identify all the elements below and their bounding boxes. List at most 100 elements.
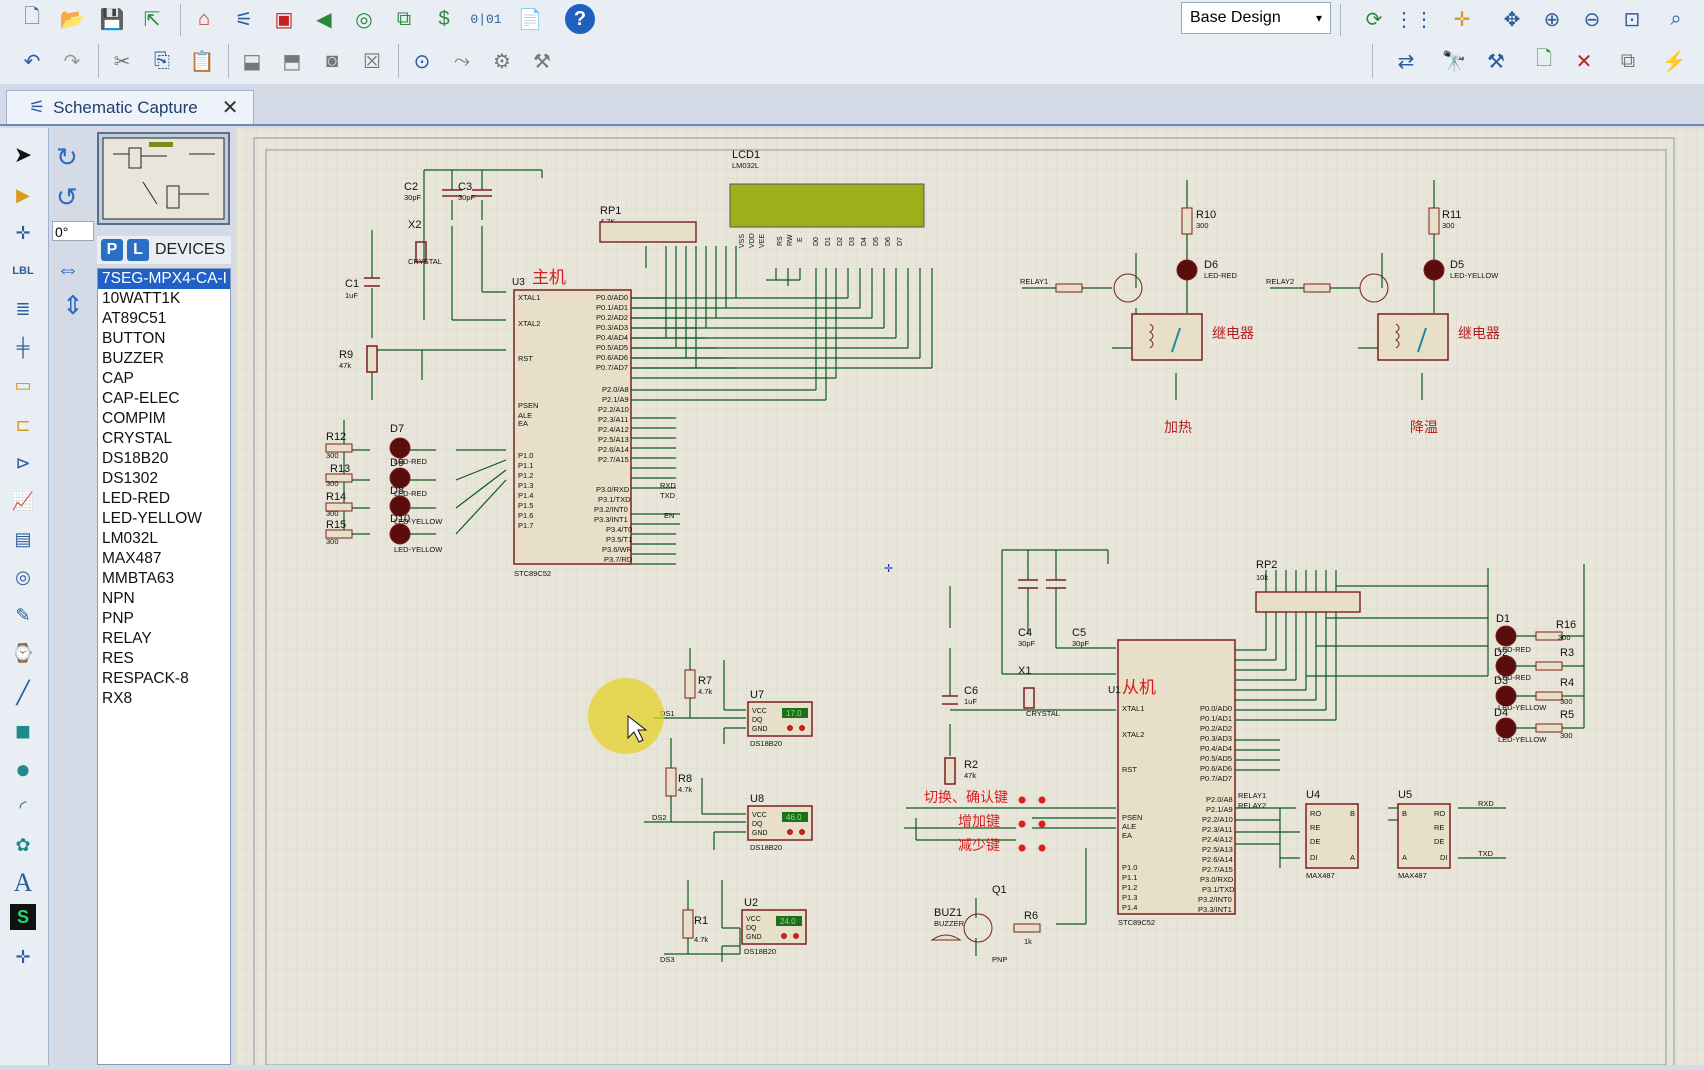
device-list-item[interactable]: LM032L — [102, 530, 159, 547]
device-list-item[interactable]: CAP — [102, 370, 134, 387]
buses-icon[interactable]: ╪ — [16, 336, 30, 357]
subcircuit-icon[interactable]: ▭ — [14, 374, 32, 395]
zoom-all-icon[interactable]: ⊡ — [1623, 8, 1641, 31]
zoom-out-icon[interactable]: ⊖ — [1583, 8, 1601, 31]
import-icon[interactable]: ⇱ — [143, 8, 161, 31]
close-icon[interactable]: ✕ — [221, 97, 239, 119]
home-icon[interactable]: ⌂ — [197, 7, 211, 30]
zoom-area-icon[interactable]: ⌕ — [1670, 7, 1682, 30]
device-list-item[interactable]: RX8 — [102, 690, 133, 707]
device-list-item[interactable]: LED-RED — [102, 490, 171, 507]
device-list-item[interactable]: DS18B20 — [102, 450, 169, 467]
rp1-resistor-pack[interactable] — [599, 221, 697, 243]
tab-schematic-capture[interactable]: ⚟ Schematic Capture ✕ — [6, 90, 254, 124]
reflect-horizontal-icon[interactable]: ⇔ — [56, 256, 80, 283]
device-list-item[interactable]: LED-YELLOW — [102, 510, 202, 527]
rotate-clockwise-icon[interactable]: ↻ — [56, 142, 78, 172]
source-code-icon[interactable]: 0|01 — [470, 11, 502, 27]
u3-mcu-body[interactable] — [513, 289, 632, 565]
new-sheet-icon[interactable]: 🗋 — [1535, 48, 1553, 70]
undo-icon[interactable]: ↶ — [23, 50, 41, 73]
graph-mode-icon[interactable]: 📈 — [11, 490, 35, 511]
overview-preview[interactable] — [97, 132, 230, 225]
u4-max487[interactable] — [1305, 803, 1359, 869]
line-icon[interactable]: ╱ — [16, 680, 30, 705]
pan-icon[interactable]: ✥ — [1503, 8, 1521, 31]
decompose-icon[interactable]: ⚒ — [533, 50, 551, 73]
rotate-anticlockwise-icon[interactable]: ↺ — [56, 182, 78, 212]
design-explorer-icon[interactable]: ⧉ — [396, 7, 412, 30]
symbol-icon[interactable]: S — [10, 904, 36, 930]
tape-recorder-icon[interactable]: ▤ — [14, 528, 32, 549]
grid-icon[interactable]: ⋮⋮ — [1394, 8, 1434, 31]
device-list-item[interactable]: PNP — [102, 610, 134, 627]
device-list-item[interactable]: RES — [102, 650, 134, 667]
zoom-in-icon[interactable]: ⊕ — [1543, 8, 1561, 31]
arc-icon[interactable]: ◜ — [19, 796, 27, 817]
block-move-icon[interactable]: ⬒ — [282, 50, 302, 73]
device-list-item[interactable]: RESPACK-8 — [102, 670, 189, 687]
help-icon[interactable]: ? — [562, 2, 598, 36]
circle-icon[interactable]: ● — [15, 753, 31, 784]
make-device-icon[interactable]: ⤳ — [454, 49, 470, 72]
save-icon[interactable]: 💾 — [99, 8, 125, 31]
device-list-item[interactable]: RELAY — [102, 630, 152, 647]
copy-icon[interactable]: ⎘ — [154, 49, 170, 72]
lcd-display[interactable] — [729, 183, 925, 228]
3d-view-icon[interactable]: ◀ — [316, 8, 332, 31]
paste-icon[interactable]: 📋 — [189, 50, 215, 73]
box-icon[interactable]: ■ — [15, 715, 31, 746]
device-list-item[interactable]: MMBTA63 — [102, 570, 175, 587]
device-list-item[interactable]: BUTTON — [102, 330, 166, 347]
block-copy-icon[interactable]: ⬓ — [242, 50, 262, 73]
device-list-item[interactable]: NPN — [102, 590, 135, 607]
virtual-instruments-icon[interactable]: ⌚ — [11, 642, 35, 663]
device-list-item[interactable]: BUZZER — [102, 350, 164, 367]
u5-max487[interactable] — [1397, 803, 1451, 869]
device-list-item[interactable]: MAX487 — [102, 550, 162, 567]
device-pins-icon[interactable]: ⊳ — [15, 452, 31, 473]
device-list-item[interactable]: AT89C51 — [102, 310, 167, 327]
bill-of-materials-icon[interactable]: $ — [438, 7, 450, 30]
rotation-field[interactable]: 0° — [52, 221, 94, 241]
remove-sheet-icon[interactable]: ✕ — [1575, 50, 1593, 73]
packaging-tool-icon[interactable]: ⚙ — [493, 50, 511, 73]
rp2-resistor-pack[interactable] — [1255, 591, 1361, 613]
pcb-icon[interactable]: ▣ — [274, 8, 294, 31]
text-icon[interactable]: A — [13, 868, 33, 897]
device-list-item[interactable]: 10WATT1K — [102, 290, 181, 307]
search-tag-icon[interactable]: 🔭 — [1441, 50, 1467, 73]
device-list-item[interactable]: 7SEG-MPX4-CA-I — [98, 269, 230, 289]
marker-icon[interactable]: ✛ — [15, 946, 31, 967]
selection-mode-icon[interactable]: ➤ — [13, 142, 33, 167]
goto-sheet-icon[interactable]: ⧉ — [1620, 49, 1636, 72]
new-file-icon[interactable]: 🗋 — [23, 6, 41, 28]
u1-mcu-body[interactable] — [1117, 639, 1236, 915]
pick-device-icon[interactable]: ⊙ — [413, 50, 431, 73]
refresh-icon[interactable]: ⟳ — [1365, 8, 1383, 31]
terminals-icon[interactable]: ⊏ — [15, 414, 31, 435]
library-manager-button[interactable]: L — [127, 239, 149, 261]
device-list-item[interactable]: CRYSTAL — [102, 430, 173, 447]
gerber-icon[interactable]: ◎ — [355, 8, 373, 31]
block-delete-icon[interactable]: ☒ — [363, 50, 381, 73]
component-mode-icon[interactable]: ▶ — [16, 184, 30, 205]
cut-icon[interactable]: ✂ — [113, 50, 131, 73]
redo-icon[interactable]: ↷ — [63, 50, 81, 73]
device-list-item[interactable]: COMPIM — [102, 410, 166, 427]
property-assignment-icon[interactable]: ⚒ — [1487, 50, 1505, 73]
block-rotate-icon[interactable]: ◙ — [325, 49, 339, 72]
text-script-icon[interactable]: ≣ — [15, 298, 31, 319]
design-selector-dropdown[interactable]: Base Design ▾ — [1181, 2, 1331, 34]
wire-label-icon[interactable]: LBL — [12, 265, 34, 277]
open-folder-icon[interactable]: 📂 — [59, 8, 85, 31]
electrical-rule-check-icon[interactable]: ⚡ — [1661, 50, 1687, 73]
reflect-vertical-icon[interactable]: ⇕ — [62, 290, 84, 320]
probe-icon[interactable]: ✎ — [15, 604, 31, 625]
device-list-item[interactable]: CAP-ELEC — [102, 390, 180, 407]
origin-icon[interactable]: ✛ — [1453, 8, 1471, 31]
notes-icon[interactable]: 📄 — [517, 8, 543, 31]
device-list-item[interactable]: DS1302 — [102, 470, 159, 487]
